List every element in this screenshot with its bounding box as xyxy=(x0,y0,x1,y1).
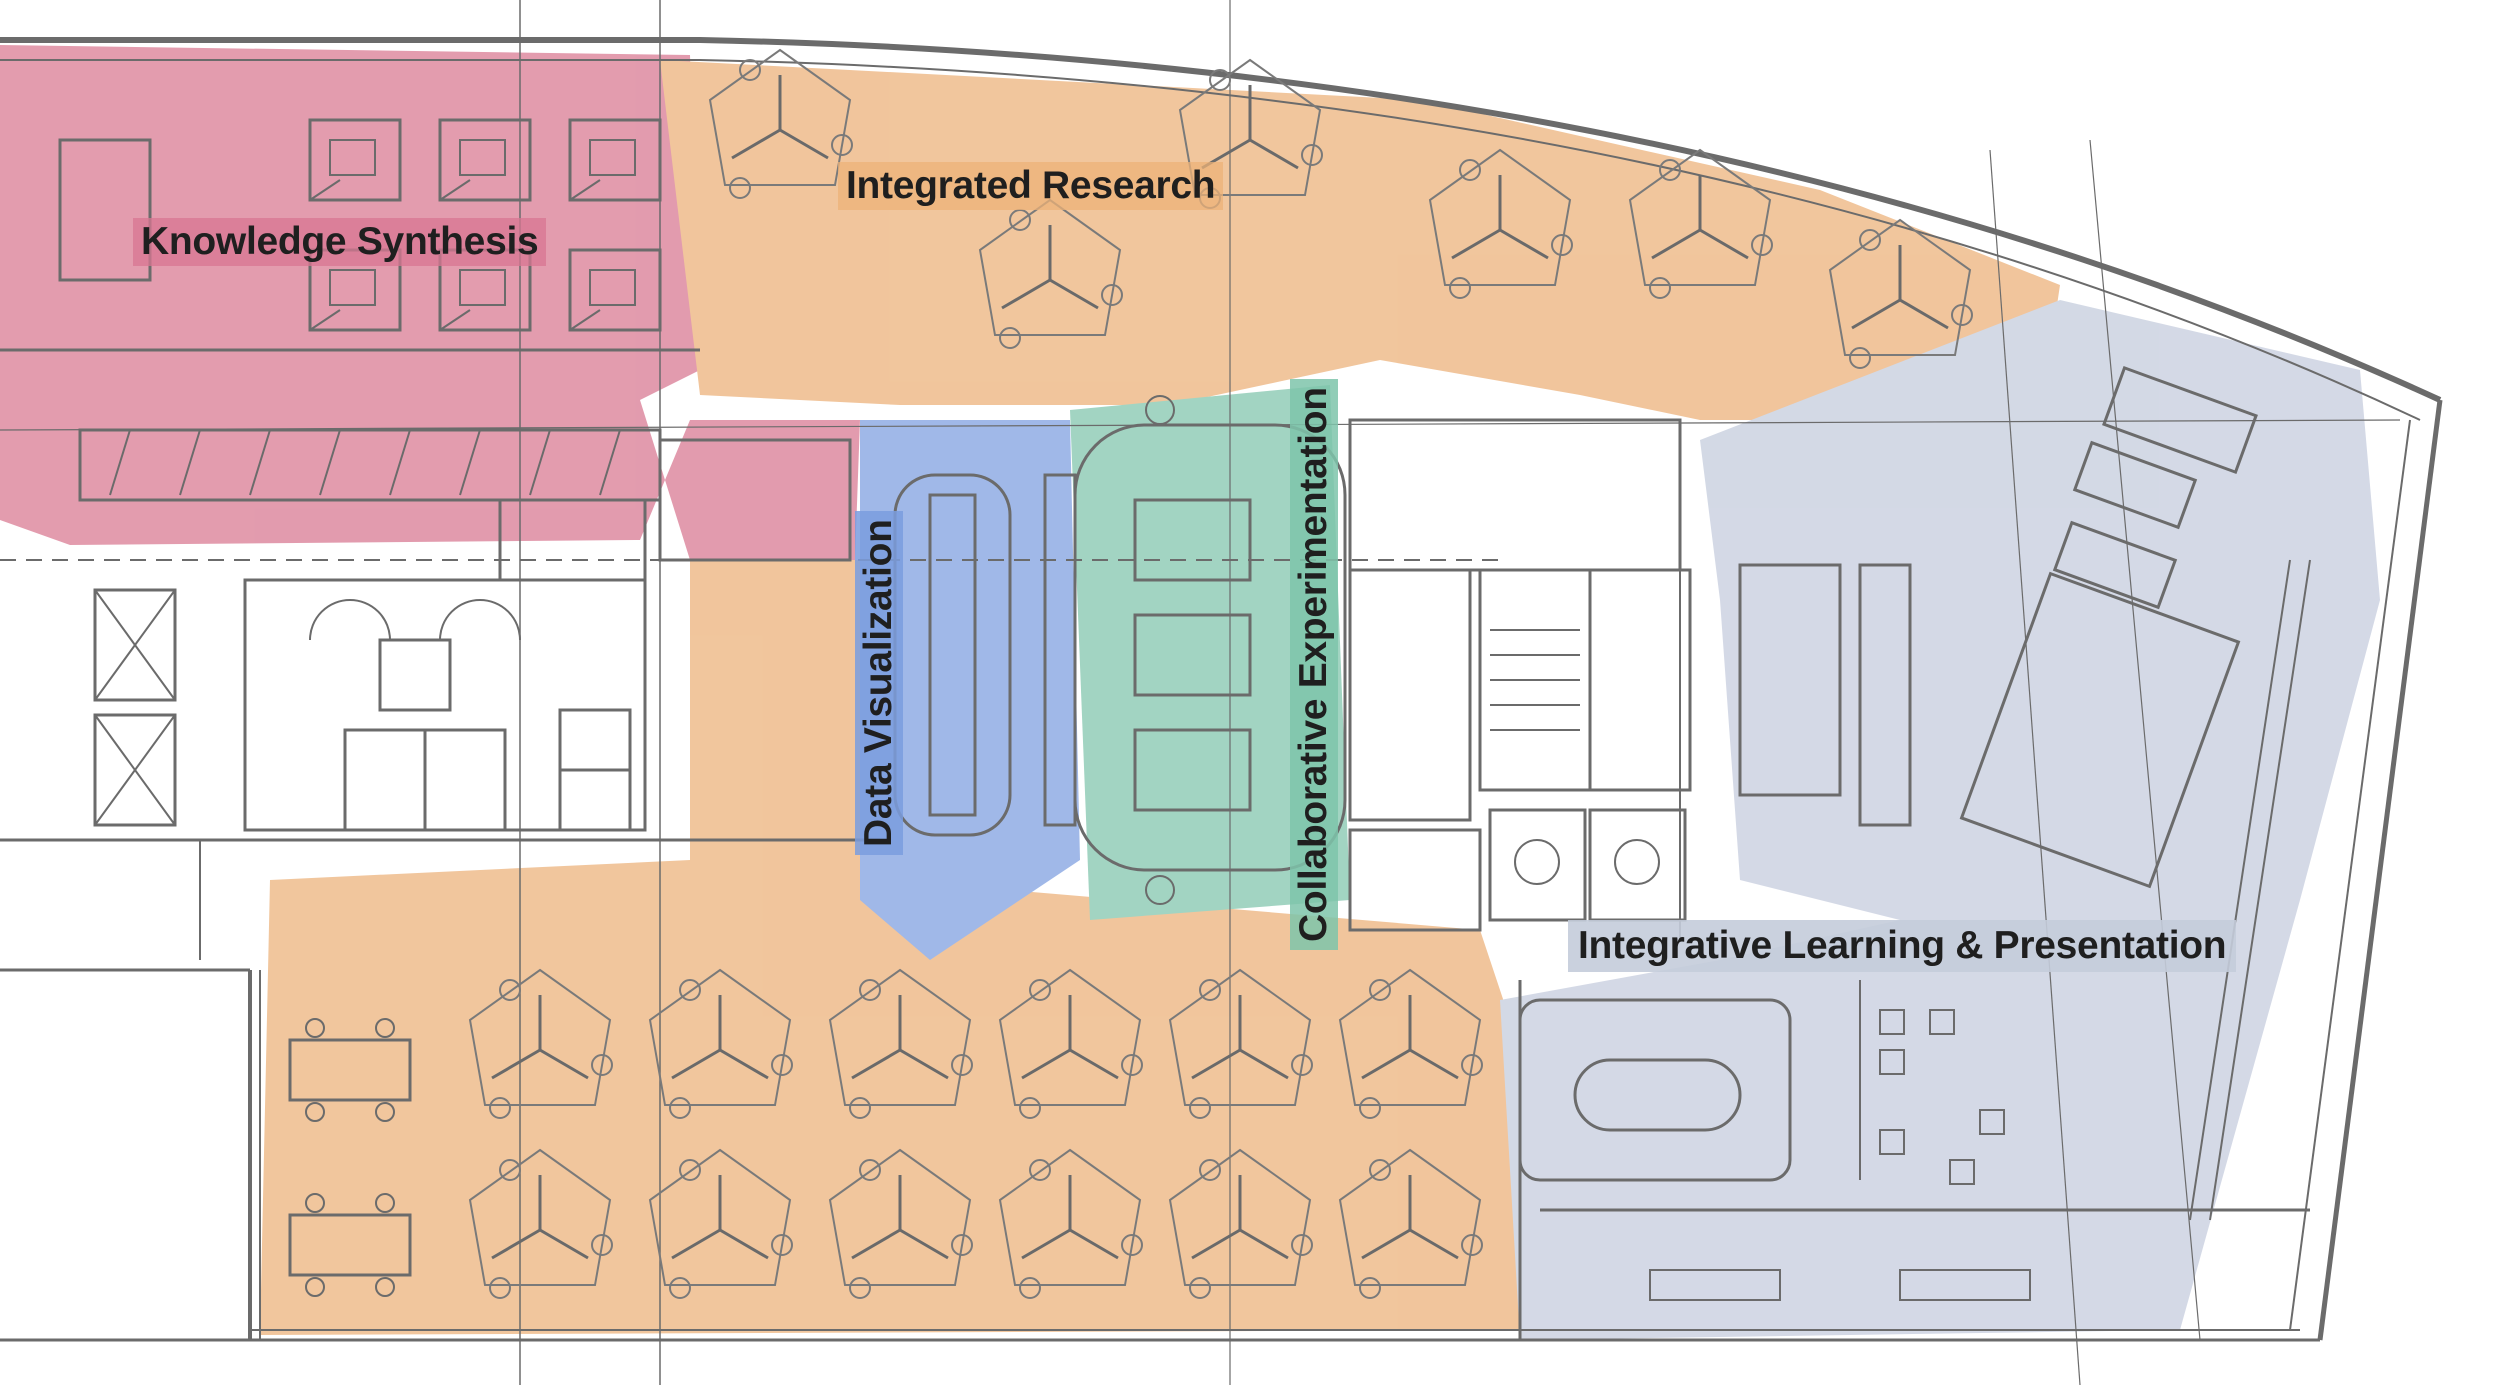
label-integrative-learning: Integrative Learning & Presentation xyxy=(1568,920,2237,972)
integrative-learning-furniture xyxy=(1518,365,2311,1301)
knowledge-synthesis-offices xyxy=(58,118,852,562)
zone-integrated-research-top xyxy=(660,60,2060,420)
central-core xyxy=(1348,418,1692,932)
core-restrooms xyxy=(93,498,647,832)
zone-integrative-learning xyxy=(1500,300,2380,1340)
zone-data-visualization xyxy=(860,420,1080,960)
label-knowledge-synthesis: Knowledge Synthesis xyxy=(133,218,547,266)
label-collaborative-experimentation: Collaborative Experimentation xyxy=(1290,379,1338,950)
collaborative-experimentation-furniture xyxy=(1073,395,1347,905)
zone-integrated-research-bottom xyxy=(260,560,1520,1335)
zone-collaborative-experimentation xyxy=(1070,385,1350,920)
label-data-visualization: Data Visualization xyxy=(855,511,903,855)
label-integrated-research: Integrated Research xyxy=(838,162,1224,210)
